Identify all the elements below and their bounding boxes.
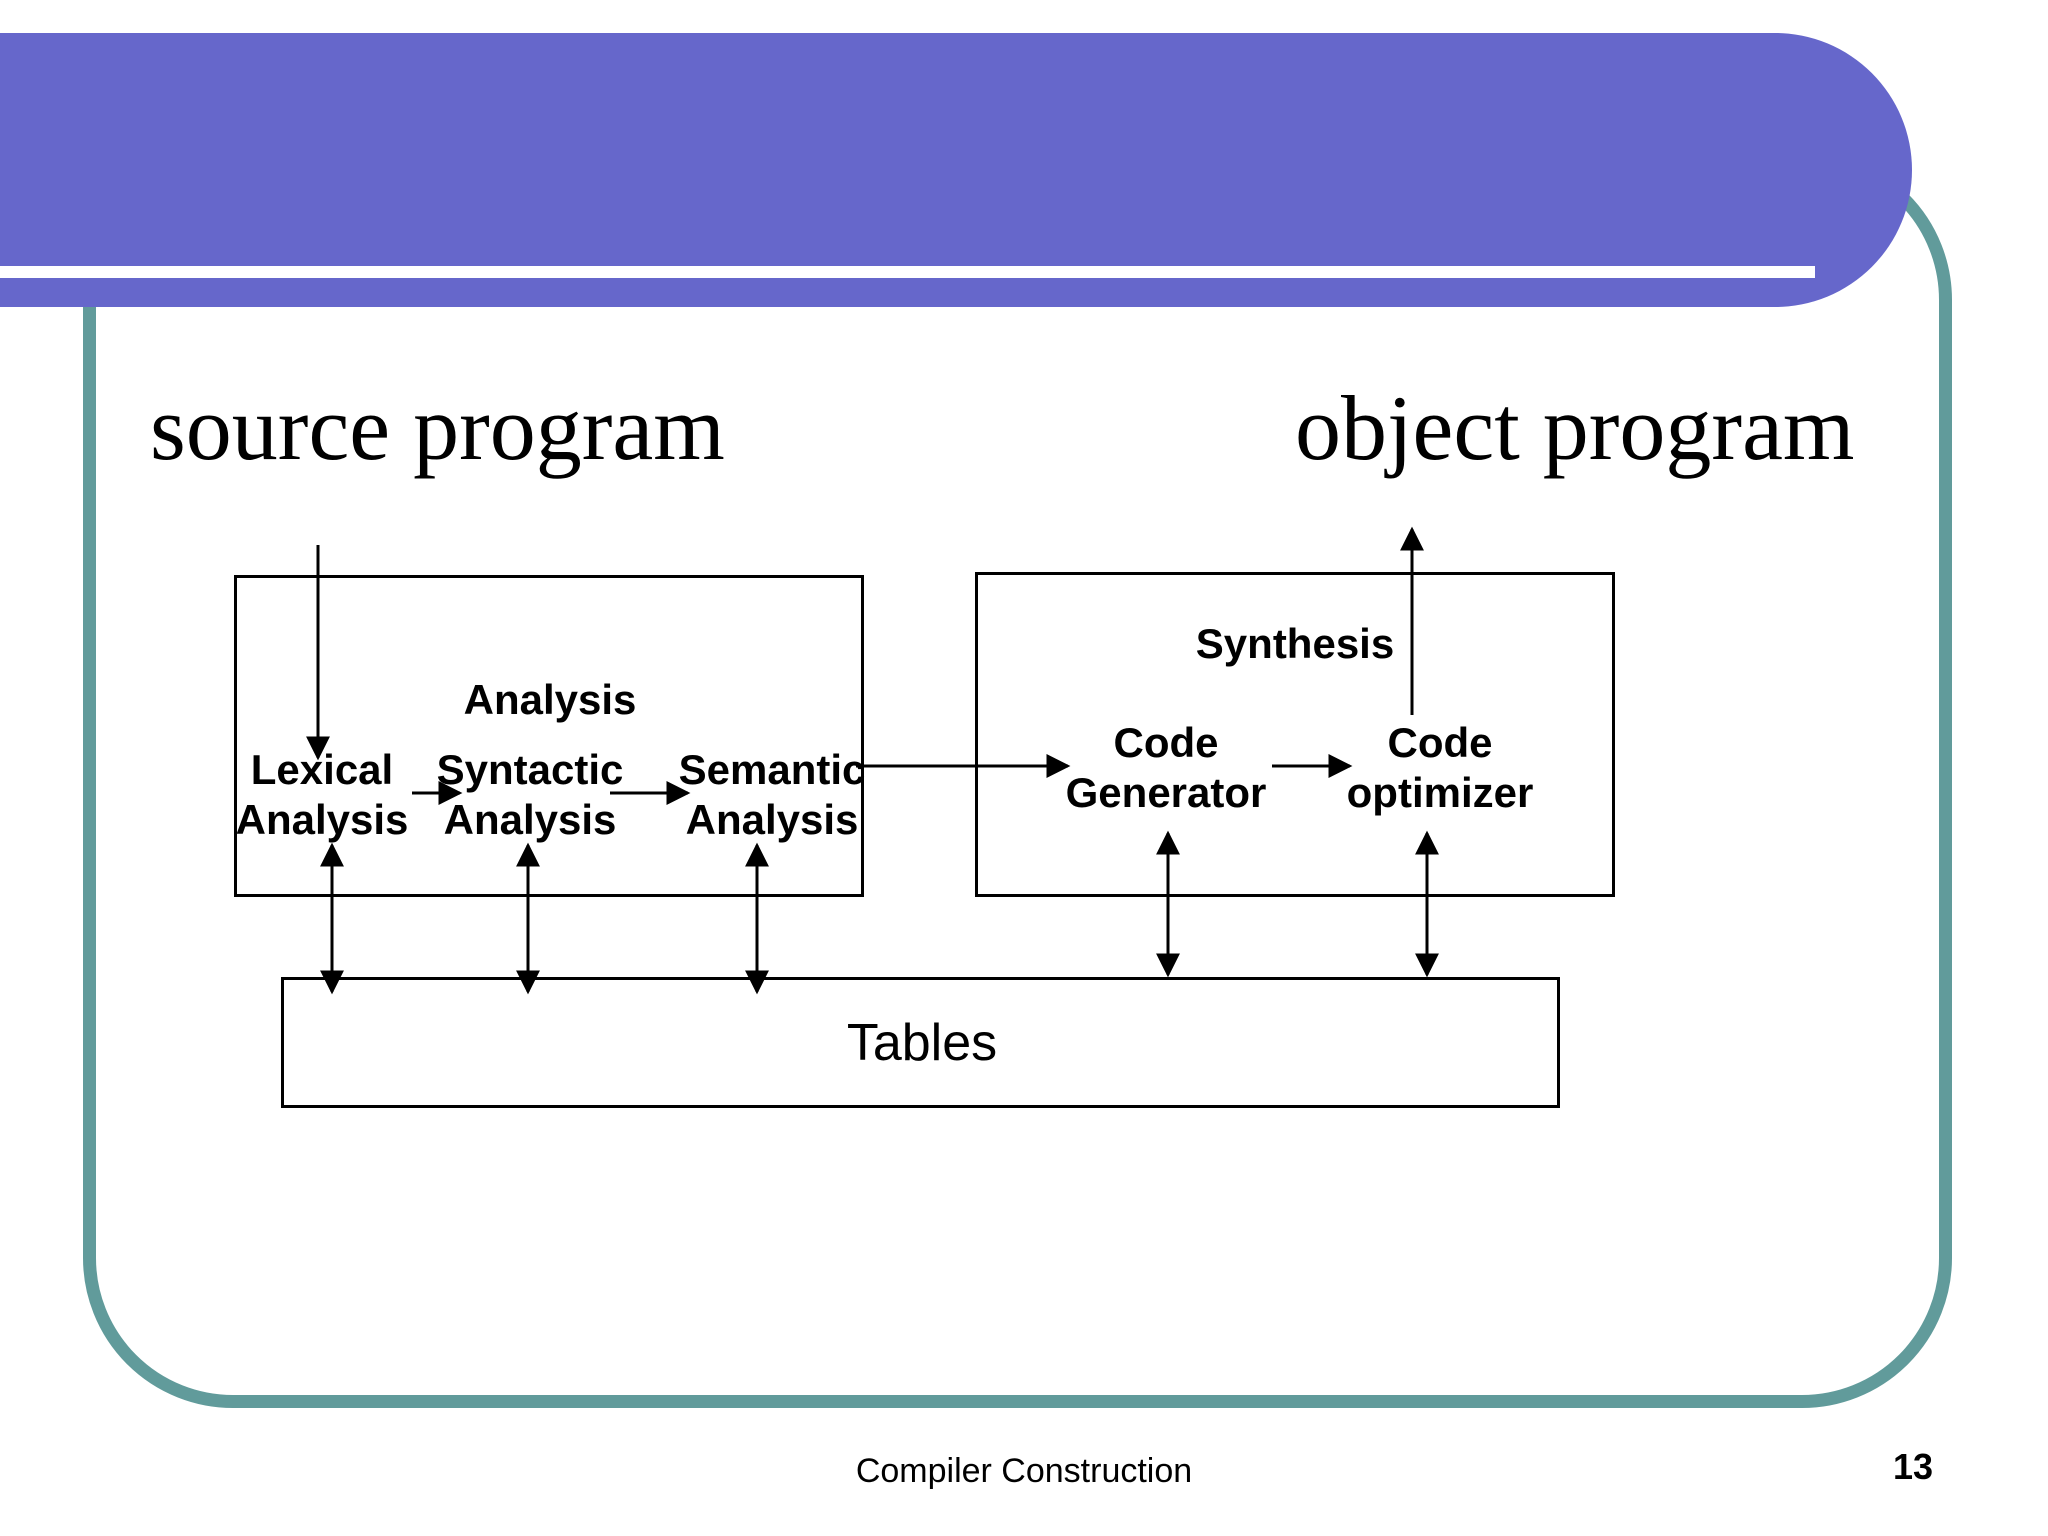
banner-underline <box>0 266 1815 278</box>
synthesis-box <box>975 572 1615 897</box>
stage-semantic-analysis: Semantic Analysis <box>678 746 866 843</box>
synthesis-box-title: Synthesis <box>1195 620 1395 667</box>
title-banner <box>0 33 1912 307</box>
analysis-box <box>234 575 864 897</box>
object-program-label: object program <box>1295 377 1855 479</box>
source-program-label: source program <box>150 377 725 479</box>
stage-code-generator: Code Generator <box>1065 719 1267 816</box>
tables-box <box>281 977 1560 1108</box>
stage-code-optimizer: Code optimizer <box>1346 719 1534 816</box>
footer-title: Compiler Construction <box>855 1452 1193 1490</box>
stage-syntactic-analysis: Syntactic Analysis <box>436 746 624 843</box>
analysis-box-title: Analysis <box>463 676 637 723</box>
page-number: 13 <box>1893 1446 1934 1487</box>
tables-label: Tables <box>846 1014 998 1072</box>
